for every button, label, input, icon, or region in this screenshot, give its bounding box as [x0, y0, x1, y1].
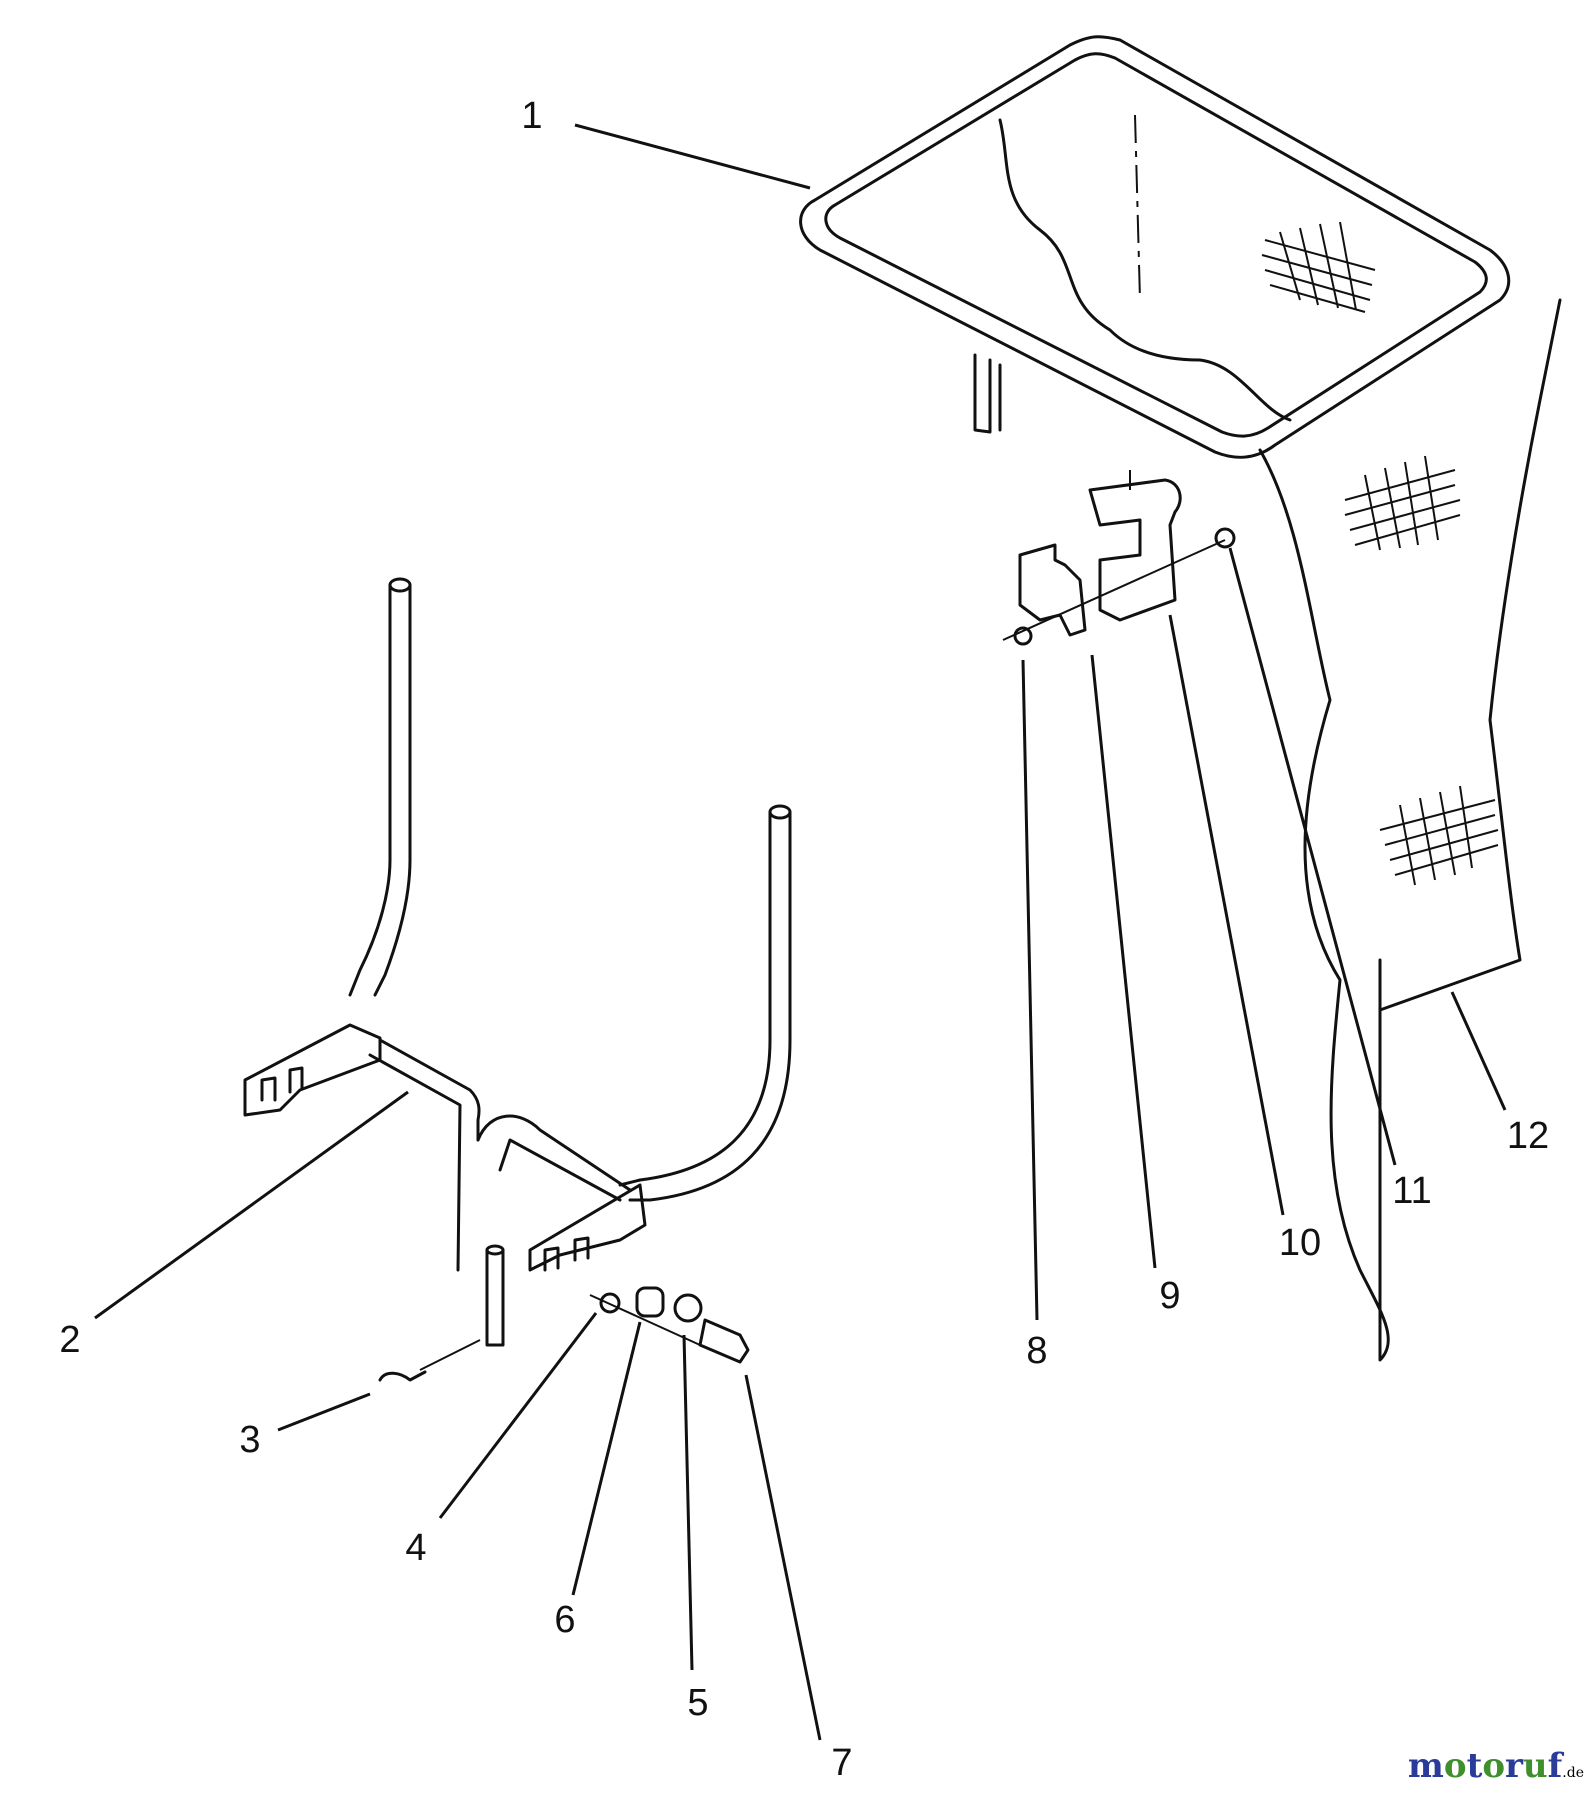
leader-7	[744, 1374, 822, 1741]
leader-lines	[94, 123, 1507, 1741]
callout-1: 1	[521, 95, 542, 137]
mesh-pattern-middle	[1344, 455, 1461, 551]
callout-9: 9	[1159, 1275, 1180, 1317]
leader-4	[438, 1312, 598, 1519]
leader-1	[574, 123, 811, 190]
callout-3: 3	[239, 1419, 260, 1461]
callout-labels: 1 2 3 4 5 6 7 8 9 10 11 12	[59, 95, 1549, 1784]
washer-icon	[673, 1293, 703, 1323]
mesh-pattern-top	[1261, 221, 1376, 313]
callout-5: 5	[687, 1682, 708, 1724]
hardware	[378, 1286, 750, 1382]
callout-8: 8	[1026, 1330, 1047, 1372]
bag-mount-bracket	[1002, 470, 1236, 646]
leader-5	[682, 1334, 694, 1671]
mesh-pattern-bottom	[1379, 785, 1499, 886]
callout-10: 10	[1279, 1222, 1321, 1264]
callout-11: 11	[1392, 1170, 1431, 1212]
leader-3	[277, 1392, 371, 1432]
hex-nut-icon	[599, 1292, 621, 1314]
callout-7: 7	[831, 1742, 852, 1784]
watermark-logo: motoruf.de	[1408, 1746, 1584, 1786]
leader-12	[1450, 991, 1507, 1111]
watermark-brand: motoruf	[1407, 1746, 1563, 1786]
callout-4: 4	[405, 1527, 426, 1569]
bag-frame	[799, 35, 1511, 459]
bolt-head-icon	[1214, 527, 1236, 549]
support-frame	[243, 577, 792, 1347]
leader-6	[571, 1321, 642, 1596]
nut-icon	[1013, 626, 1033, 646]
grass-bag	[998, 114, 1562, 1362]
callout-12: 12	[1507, 1115, 1549, 1157]
watermark-suffix: .de	[1562, 1765, 1584, 1781]
spacer-icon	[635, 1286, 665, 1318]
leader-9	[1090, 654, 1157, 1269]
bolt-icon	[698, 1318, 750, 1364]
callout-2: 2	[59, 1319, 80, 1361]
leader-2	[94, 1090, 409, 1320]
leader-10	[1168, 614, 1285, 1216]
leader-8	[1021, 659, 1039, 1321]
callout-6: 6	[554, 1599, 575, 1641]
hair-pin-icon	[378, 1370, 427, 1382]
leader-11	[1228, 547, 1397, 1166]
